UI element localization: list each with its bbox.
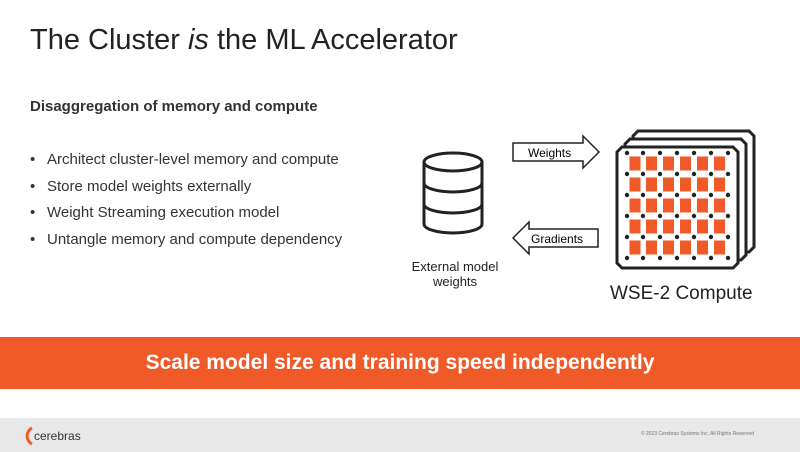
core-tile: [714, 240, 725, 255]
core-tile: [714, 177, 725, 192]
interconnect-dot: [725, 192, 731, 198]
core-tile: [629, 156, 641, 171]
logo-text: cerebras: [34, 429, 81, 443]
chip-layer: [615, 145, 740, 270]
interconnect-dot: [640, 255, 646, 261]
wse-chip-icon: [615, 129, 756, 270]
core-tile: [680, 156, 691, 171]
interconnect-dot: [691, 255, 697, 261]
database-icon: [422, 151, 484, 235]
interconnect-dot: [624, 171, 630, 177]
interconnect-dot: [657, 255, 663, 261]
weights-arrow: Weights: [512, 134, 601, 170]
interconnect-dot: [624, 213, 630, 219]
bullet-list: Architect cluster-level memory and compu…: [30, 151, 342, 257]
footer: cerebras © 2023 Cerebras Systems Inc. Al…: [0, 418, 800, 452]
interconnect-dot: [708, 234, 714, 240]
core-tile: [714, 198, 725, 213]
core-tile: [646, 240, 657, 255]
title-emphasis: is: [187, 24, 209, 56]
slide-title: The Cluster is the ML Accelerator: [30, 24, 458, 57]
banner: Scale model size and training speed inde…: [0, 337, 800, 389]
interconnect-dot: [725, 234, 731, 240]
core-tile: [629, 177, 641, 192]
core-tile: [680, 198, 691, 213]
gradients-label: Gradients: [531, 232, 583, 246]
bullet-item: Architect cluster-level memory and compu…: [30, 151, 342, 178]
interconnect-dot: [657, 213, 663, 219]
interconnect-dot: [691, 150, 697, 156]
interconnect-dot: [725, 150, 731, 156]
interconnect-dot: [640, 234, 646, 240]
interconnect-dot: [674, 192, 680, 198]
core-tile: [697, 156, 708, 171]
storage-label-line: External model: [411, 259, 499, 274]
core-tile: [663, 198, 674, 213]
interconnect-dot: [691, 171, 697, 177]
interconnect-dot: [640, 192, 646, 198]
interconnect-dot: [640, 171, 646, 177]
copyright: © 2023 Cerebras Systems Inc. All Rights …: [640, 431, 754, 437]
interconnect-dot: [657, 171, 663, 177]
core-tile: [646, 198, 657, 213]
interconnect-dot: [624, 150, 630, 156]
weights-label: Weights: [528, 146, 571, 160]
core-tile: [646, 156, 657, 171]
interconnect-dot: [725, 255, 731, 261]
core-tile: [714, 219, 725, 234]
interconnect-dot: [708, 192, 714, 198]
core-tile: [697, 219, 708, 234]
core-tile: [697, 177, 708, 192]
interconnect-dot: [725, 171, 731, 177]
interconnect-dot: [657, 192, 663, 198]
interconnect-dot: [674, 171, 680, 177]
interconnect-dot: [691, 192, 697, 198]
interconnect-dot: [674, 234, 680, 240]
core-tile: [663, 156, 674, 171]
interconnect-dot: [691, 234, 697, 240]
interconnect-dot: [640, 150, 646, 156]
interconnect-dot: [708, 255, 714, 261]
core-tile: [697, 240, 708, 255]
bullet-item: Untangle memory and compute dependency: [30, 231, 342, 258]
core-tile: [663, 177, 674, 192]
interconnect-dot: [657, 234, 663, 240]
interconnect-dot: [624, 255, 630, 261]
gradients-arrow: Gradients: [511, 220, 599, 256]
interconnect-dot: [708, 171, 714, 177]
cerebras-logo: cerebras: [22, 426, 81, 446]
bullet-item: Weight Streaming execution model: [30, 204, 342, 231]
core-tile: [714, 156, 725, 171]
core-tile: [663, 240, 674, 255]
core-tile: [629, 219, 641, 234]
core-tile: [629, 240, 641, 255]
interconnect-dot: [674, 150, 680, 156]
core-tile: [697, 198, 708, 213]
core-tile: [680, 219, 691, 234]
interconnect-dot: [691, 213, 697, 219]
storage-label-line: weights: [432, 274, 478, 289]
core-tile: [646, 219, 657, 234]
interconnect-dot: [624, 234, 630, 240]
bullet-item: Store model weights externally: [30, 178, 342, 205]
title-part: the ML Accelerator: [208, 24, 458, 56]
interconnect-dot: [624, 192, 630, 198]
interconnect-dot: [674, 213, 680, 219]
interconnect-dot: [708, 150, 714, 156]
interconnect-dot: [674, 255, 680, 261]
core-tile: [663, 219, 674, 234]
interconnect-dot: [657, 150, 663, 156]
title-part: The Cluster: [30, 24, 188, 56]
subtitle: Disaggregation of memory and compute: [30, 98, 318, 115]
core-tile: [680, 177, 691, 192]
interconnect-dot: [640, 213, 646, 219]
cerebras-logo-icon: [25, 426, 33, 446]
compute-label: WSE-2 Compute: [610, 283, 753, 304]
interconnect-dot: [725, 213, 731, 219]
core-tile: [680, 240, 691, 255]
core-tile: [646, 177, 657, 192]
core-tile: [629, 198, 641, 213]
interconnect-dot: [708, 213, 714, 219]
